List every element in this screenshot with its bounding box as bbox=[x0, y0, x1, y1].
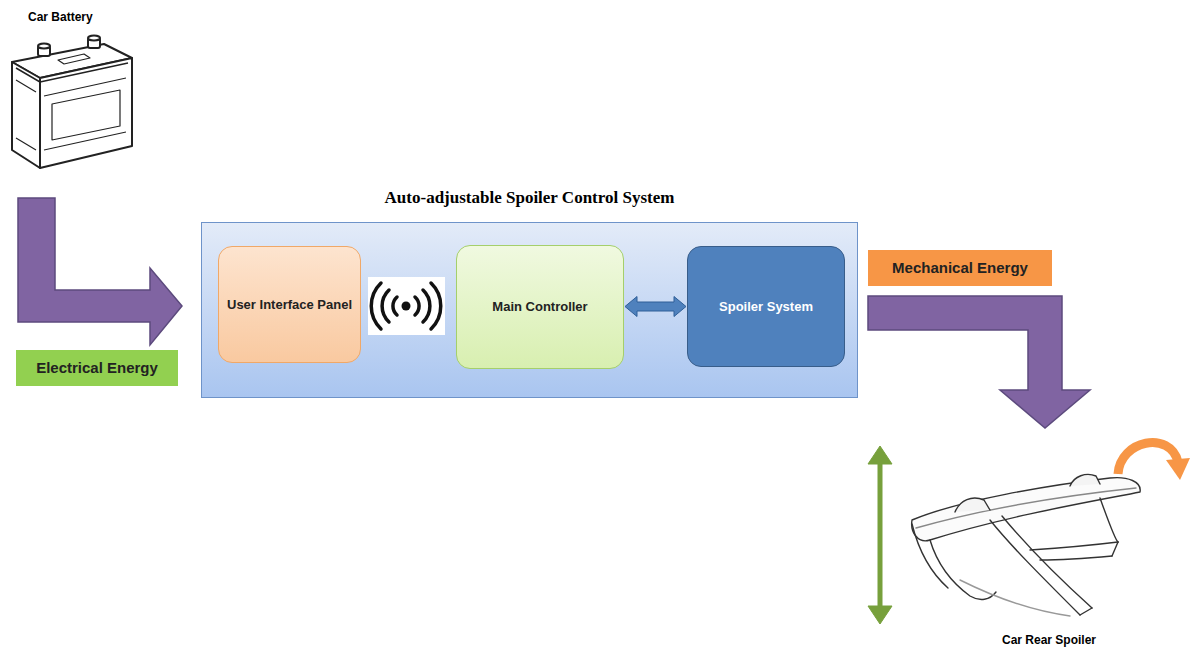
energy-tag: Electrical Energy bbox=[16, 350, 178, 386]
system-box: Auto-adjustable Spoiler Control SystemUs… bbox=[201, 222, 858, 398]
energy-tag: Mechanical Energy bbox=[868, 250, 1052, 286]
controller-box: Main Controller bbox=[456, 245, 624, 369]
double-arrow bbox=[625, 297, 686, 317]
spoiler-sketch bbox=[912, 474, 1140, 616]
rotation-arrow bbox=[1118, 443, 1190, 480]
spoiler-system-box: Spoiler System bbox=[687, 246, 845, 367]
battery-sketch bbox=[12, 36, 132, 169]
energy-arrow bbox=[18, 198, 182, 345]
box-label: User Interface Panel bbox=[227, 296, 352, 314]
interface-box: User Interface Panel bbox=[218, 246, 361, 363]
part-label: Car Battery bbox=[28, 10, 93, 24]
box-label: Main Controller bbox=[492, 298, 587, 316]
system-box-ground bbox=[202, 223, 858, 398]
box-label: Mechanical Energy bbox=[892, 258, 1028, 278]
system-title: Auto-adjustable Spoiler Control System bbox=[201, 188, 858, 208]
part-label: Car Rear Spoiler bbox=[1002, 633, 1096, 647]
box-label: Spoiler System bbox=[719, 298, 813, 316]
energy-arrow bbox=[868, 296, 1090, 428]
wireless-icon bbox=[368, 277, 445, 335]
box-label: Electrical Energy bbox=[36, 358, 158, 378]
height-arrow bbox=[868, 446, 892, 624]
